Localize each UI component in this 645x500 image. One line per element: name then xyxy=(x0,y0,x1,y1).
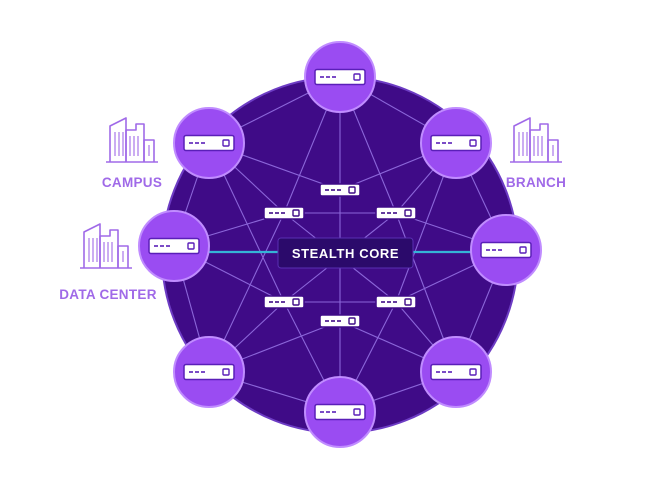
inner-switch xyxy=(263,295,305,309)
campus-label: CAMPUS xyxy=(102,175,162,190)
network-appliance-icon xyxy=(430,134,482,152)
network-appliance-icon xyxy=(183,363,235,381)
network-appliance-icon xyxy=(430,363,482,381)
inner-switch xyxy=(375,295,417,309)
campus-site: CAMPUS xyxy=(102,117,162,190)
outer-nodes xyxy=(138,41,542,448)
office-building-icon xyxy=(510,117,562,163)
data-center-label: DATA CENTER xyxy=(59,287,157,302)
network-node xyxy=(138,210,210,282)
inner-switch xyxy=(375,206,417,220)
network-appliance-icon xyxy=(375,206,417,220)
branch-site: BRANCH xyxy=(506,117,566,190)
inner-switches xyxy=(263,183,417,328)
network-node xyxy=(470,214,542,286)
inner-switch xyxy=(319,183,361,197)
network-appliance-icon xyxy=(263,295,305,309)
network-node xyxy=(304,376,376,448)
office-building-icon xyxy=(80,223,132,269)
inner-switch xyxy=(263,206,305,220)
stealth-core-label: STEALTH CORE xyxy=(292,246,399,261)
network-appliance-icon xyxy=(148,237,200,255)
office-building-icon xyxy=(106,117,158,163)
stealth-core: STEALTH CORE xyxy=(277,237,414,269)
inner-switch xyxy=(319,314,361,328)
network-appliance-icon xyxy=(480,241,532,259)
network-node xyxy=(304,41,376,113)
network-appliance-icon xyxy=(319,183,361,197)
network-node xyxy=(420,107,492,179)
network-appliance-icon xyxy=(183,134,235,152)
network-node xyxy=(420,336,492,408)
network-node xyxy=(173,336,245,408)
branch-label: BRANCH xyxy=(506,175,566,190)
network-appliance-icon xyxy=(319,314,361,328)
network-appliance-icon xyxy=(314,68,366,86)
network-appliance-icon xyxy=(375,295,417,309)
network-appliance-icon xyxy=(263,206,305,220)
network-node xyxy=(173,107,245,179)
network-appliance-icon xyxy=(314,403,366,421)
data-center-site: DATA CENTER xyxy=(59,223,157,302)
